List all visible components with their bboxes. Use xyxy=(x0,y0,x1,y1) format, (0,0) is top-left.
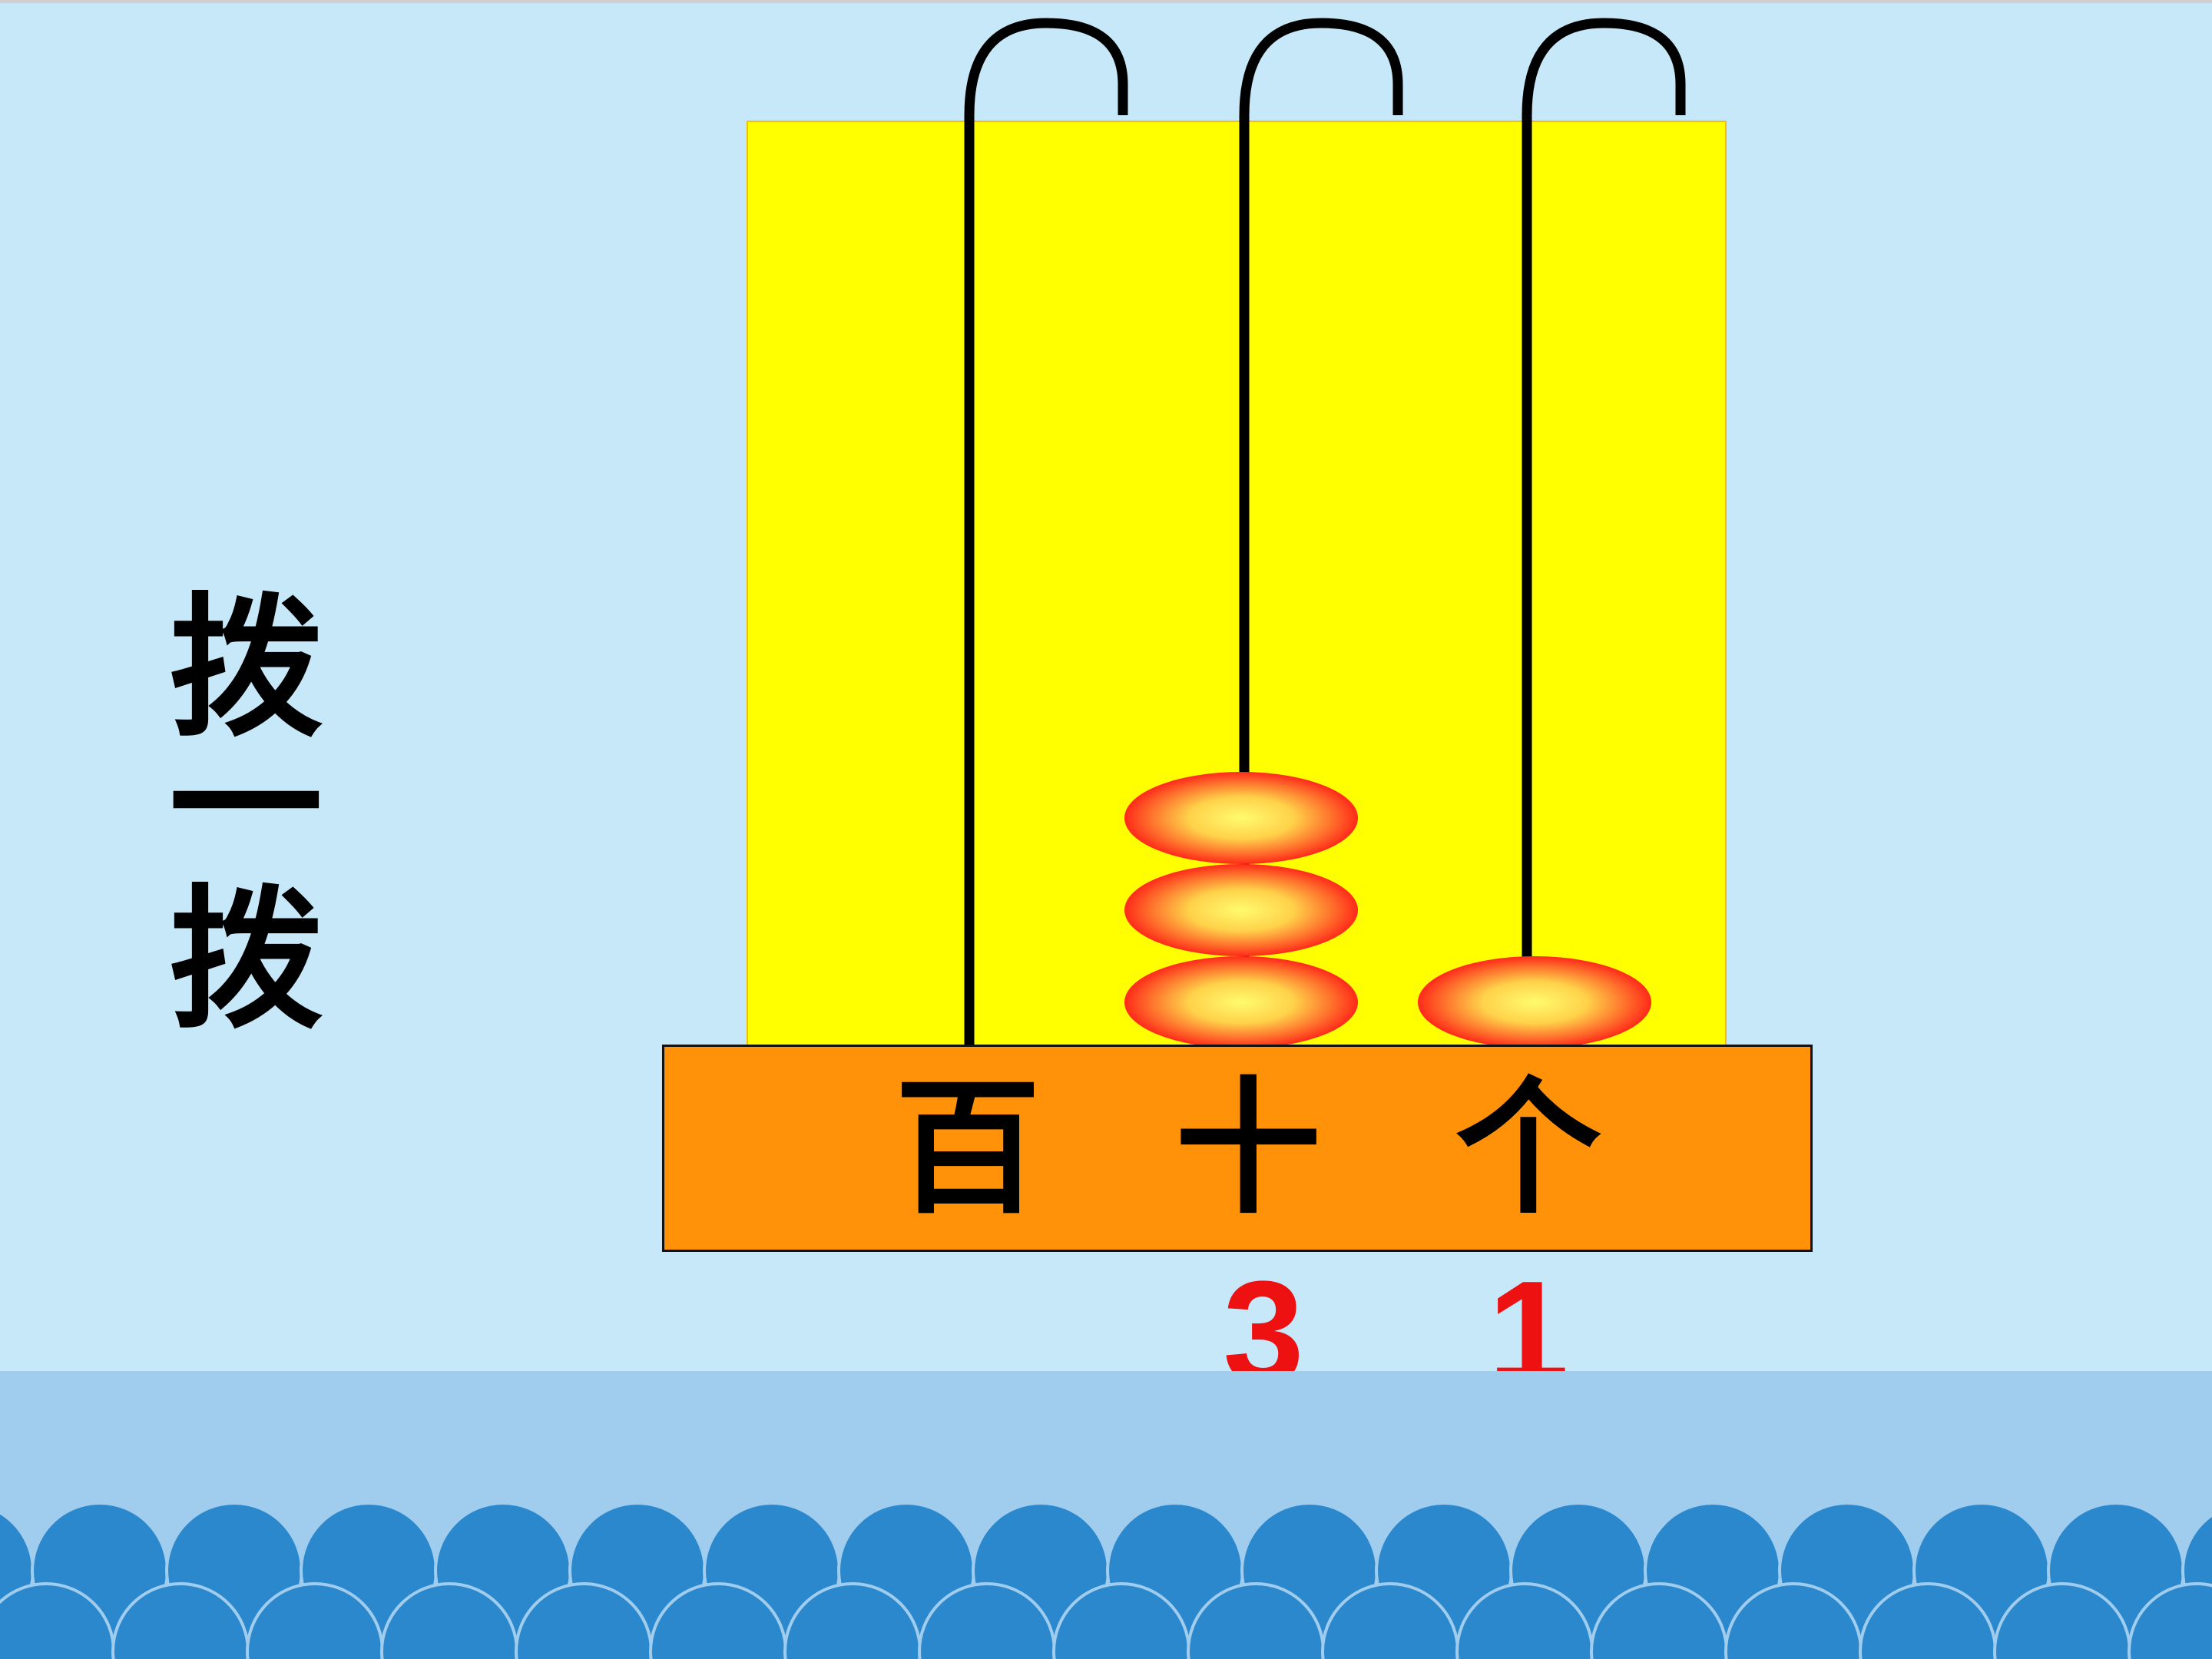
rod-ones xyxy=(1522,18,1686,1045)
bead-tens-1[interactable] xyxy=(1124,956,1358,1048)
top-border xyxy=(0,0,2212,3)
title-char-1: 拨 xyxy=(168,578,323,758)
place-label-tens: 十 xyxy=(1174,1062,1321,1233)
bead-tens-2[interactable] xyxy=(1124,864,1358,956)
rod-tens xyxy=(1239,18,1403,1045)
bead-ones-1[interactable] xyxy=(1418,956,1651,1048)
place-label-ones: 个 xyxy=(1455,1062,1601,1233)
place-label-hundreds: 百 xyxy=(894,1062,1041,1233)
title-char-2: 一 xyxy=(168,716,323,896)
abacus-base xyxy=(662,1045,1813,1252)
wave-scallop xyxy=(2128,1582,2212,1659)
rod-hundreds xyxy=(964,18,1128,1045)
bead-tens-3[interactable] xyxy=(1124,772,1358,864)
title-char-3: 拨 xyxy=(168,869,323,1050)
